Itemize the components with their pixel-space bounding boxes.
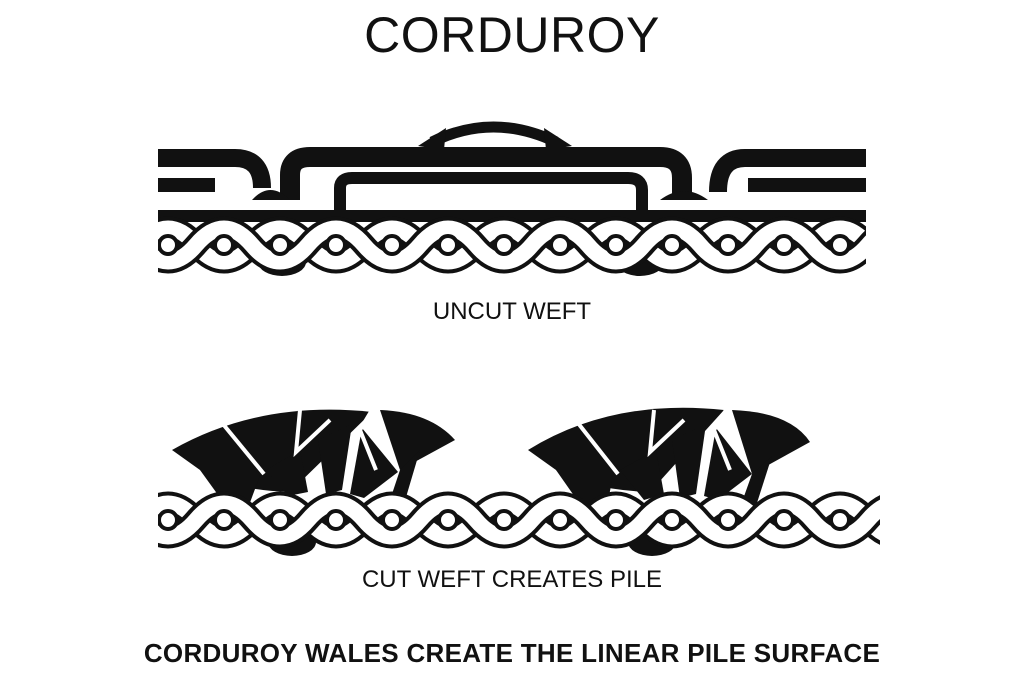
cut-weft-label: CUT WEFT CREATES PILE bbox=[361, 566, 663, 593]
left-pile-cuts bbox=[216, 408, 378, 476]
curved-double-arrow-icon bbox=[418, 121, 572, 150]
cut-ground-weave bbox=[158, 491, 880, 549]
uncut-weft-floats bbox=[158, 147, 866, 210]
figure-caption: CORDUROY WALES CREATE THE LINEAR PILE SU… bbox=[143, 638, 881, 668]
uncut-weft-label: UNCUT WEFT bbox=[432, 298, 592, 325]
uncut-ground-weave bbox=[158, 210, 866, 274]
right-pile-cuts bbox=[572, 408, 732, 476]
uncut-weft-anchors bbox=[252, 190, 708, 200]
figure-title: CORDUROY bbox=[364, 7, 660, 63]
